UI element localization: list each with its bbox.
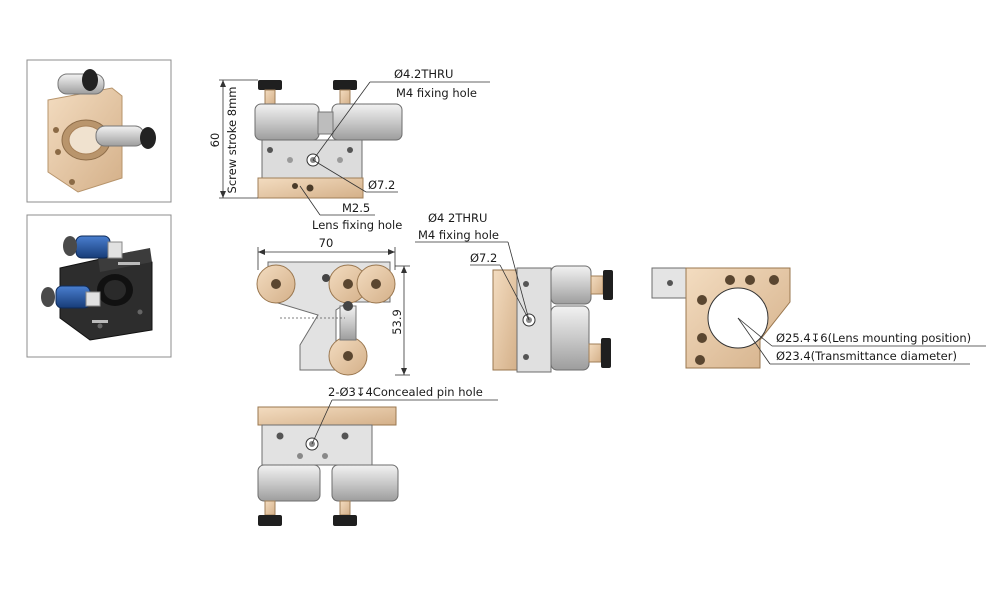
knob-top-right (333, 80, 357, 90)
brass-mount-illustration (47, 69, 156, 193)
label-m2-5: M2.5 (342, 201, 370, 215)
dim-height-53-9: 53.9 (390, 309, 404, 335)
side-knob-bottom (601, 338, 611, 368)
label-m4-fixing-top: M4 fixing hole (396, 86, 477, 100)
bottom-brass-plate (257, 406, 397, 426)
side-view: Ø4 2THRU M4 fixing hole Ø7.2 (415, 211, 613, 373)
label-thru-hole-side: Ø4 2THRU (428, 211, 487, 225)
photo-brass-mount (26, 59, 172, 203)
label-transmittance: Ø23.4(Transmittance diameter) (776, 349, 957, 363)
label-lens-fixing: Lens fixing hole (312, 218, 402, 232)
bottom-view: 2-Ø3↧4Concealed pin hole (257, 385, 498, 526)
knob-bottom-left (258, 515, 282, 526)
rear-view: Ø25.4↧6(Lens mounting position) Ø23.4(Tr… (651, 267, 986, 369)
dim-screw-stroke: Screw stroke 8mm (225, 87, 239, 194)
dim-height-60: 60 (208, 133, 222, 148)
knob-bottom-right (333, 515, 357, 526)
label-lens-mounting: Ø25.4↧6(Lens mounting position) (776, 331, 971, 345)
adjuster-right (331, 103, 403, 141)
side-adjuster-bottom (550, 305, 590, 371)
bottom-adjuster-left (257, 464, 321, 502)
label-dia-7-2-top: Ø7.2 (368, 178, 395, 192)
bottom-adjuster-right (331, 464, 399, 502)
label-concealed-pin: 2-Ø3↧4Concealed pin hole (328, 385, 483, 399)
adjuster-left (254, 103, 320, 141)
top-view: 60 Screw stroke 8mm Ø4.2THRU M4 fixing h… (208, 67, 490, 232)
black-mount-illustration (41, 235, 153, 341)
front-view: 70 53.9 (256, 236, 410, 376)
label-thru-hole-top: Ø4.2THRU (394, 67, 453, 81)
label-m4-fixing-side: M4 fixing hole (418, 228, 499, 242)
knob-top-left (258, 80, 282, 90)
side-knob-top (603, 270, 613, 300)
photo-black-mount (26, 214, 172, 358)
dim-width-70: 70 (319, 236, 334, 250)
label-dia-7-2-side: Ø7.2 (470, 251, 497, 265)
side-brass-plate (492, 269, 518, 371)
side-adjuster-top (550, 265, 592, 305)
